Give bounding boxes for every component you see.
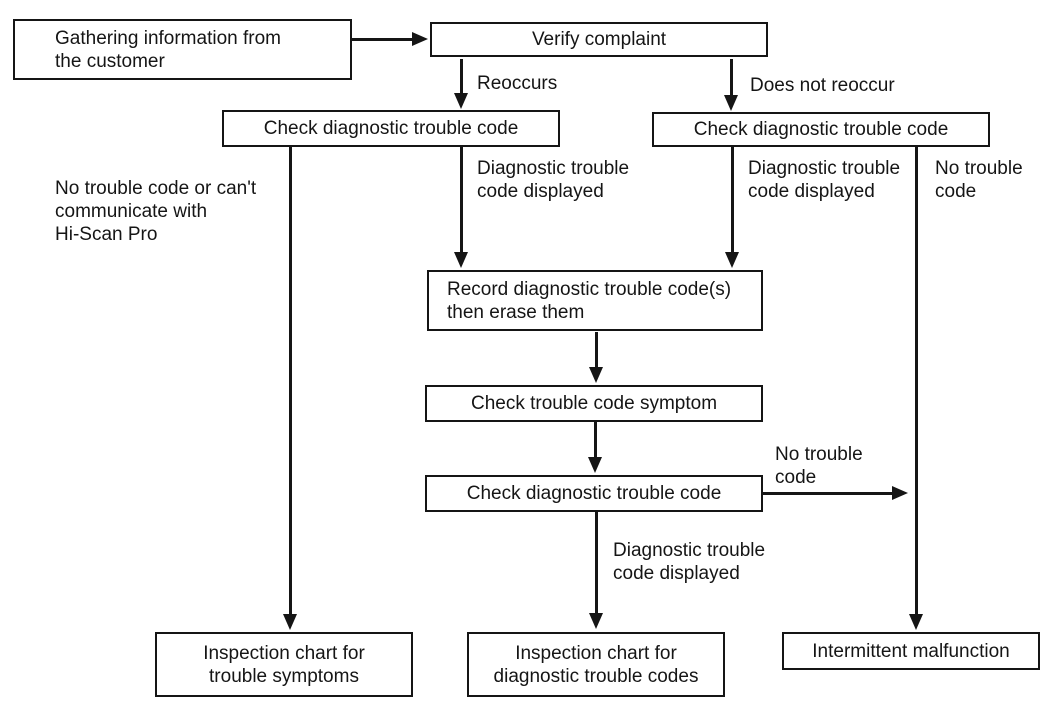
node-check-dtc-final-label: Check diagnostic trouble code bbox=[466, 483, 722, 504]
node-inspection-dtc: Inspection chart for diagnostic trouble … bbox=[467, 632, 725, 697]
arrowhead-down-icon bbox=[589, 367, 603, 383]
edge-check-right-to-intermittent bbox=[915, 147, 918, 615]
edge-verify-to-check-right bbox=[730, 59, 733, 97]
arrowhead-down-icon bbox=[909, 614, 923, 630]
node-check-symptom: Check trouble code symptom bbox=[425, 385, 763, 422]
node-intermittent: Intermittent malfunction bbox=[782, 632, 1040, 670]
arrowhead-right-icon bbox=[892, 486, 908, 500]
node-inspection-symptoms-label: Inspection chart for trouble symptoms bbox=[203, 642, 365, 687]
arrowhead-right-icon bbox=[412, 32, 428, 46]
node-intermittent-label: Intermittent malfunction bbox=[812, 640, 1010, 662]
arrowhead-down-icon bbox=[589, 613, 603, 629]
edge-label-dtc-displayed-right: Diagnostic trouble code displayed bbox=[748, 158, 901, 202]
node-inspection-symptoms: Inspection chart for trouble symptoms bbox=[155, 632, 413, 697]
arrowhead-down-icon bbox=[724, 95, 738, 111]
edge-label-no-trouble-top: No trouble code bbox=[935, 158, 1023, 202]
node-inspection-dtc-label: Inspection chart for diagnostic trouble … bbox=[493, 642, 699, 687]
arrowhead-down-icon bbox=[283, 614, 297, 630]
arrowhead-down-icon bbox=[588, 457, 602, 473]
arrowhead-down-icon bbox=[454, 93, 468, 109]
node-check-dtc-reoccurs: Check diagnostic trouble code bbox=[222, 110, 560, 147]
edge-check-right-to-record bbox=[731, 147, 734, 253]
edge-check-final-to-intermittent bbox=[762, 492, 894, 495]
node-check-dtc-final: Check diagnostic trouble code bbox=[425, 475, 763, 512]
edge-record-to-symptom bbox=[595, 332, 598, 368]
edge-verify-to-check-left bbox=[460, 59, 463, 95]
edge-label-no-code-hiscan: No trouble code or can't communicate wit… bbox=[55, 178, 257, 245]
edge-symptom-to-check-final bbox=[594, 422, 597, 458]
edge-check-left-to-inspection-symptoms bbox=[289, 147, 292, 615]
node-check-dtc-no-reoccur: Check diagnostic trouble code bbox=[652, 112, 990, 147]
node-check-dtc-no-reoccur-label: Check diagnostic trouble code bbox=[693, 119, 949, 140]
edge-label-dtc-displayed-final: Diagnostic trouble code displayed bbox=[613, 540, 766, 584]
arrowhead-down-icon bbox=[454, 252, 468, 268]
node-verify-complaint-label: Verify complaint bbox=[531, 29, 667, 50]
edge-label-does-not-reoccur: Does not reoccur bbox=[750, 75, 895, 96]
edge-check-left-to-record bbox=[460, 147, 463, 253]
node-check-symptom-label: Check trouble code symptom bbox=[470, 393, 718, 414]
node-gathering-info-label: Gathering information from the customer bbox=[55, 27, 281, 72]
node-check-dtc-reoccurs-label: Check diagnostic trouble code bbox=[263, 118, 519, 139]
arrowhead-down-icon bbox=[725, 252, 739, 268]
edge-check-final-to-inspection-dtc bbox=[595, 512, 598, 614]
edge-label-no-trouble-mid: No trouble code bbox=[775, 444, 863, 488]
edge-label-reoccurs: Reoccurs bbox=[477, 73, 558, 94]
edge-gathering-to-verify bbox=[352, 38, 414, 41]
node-record-dtc-label: Record diagnostic trouble code(s) then e… bbox=[447, 278, 732, 323]
node-verify-complaint: Verify complaint bbox=[430, 22, 768, 57]
node-record-dtc: Record diagnostic trouble code(s) then e… bbox=[427, 270, 763, 331]
edge-label-dtc-displayed-left: Diagnostic trouble code displayed bbox=[477, 158, 630, 202]
node-gathering-info: Gathering information from the customer bbox=[13, 19, 352, 80]
